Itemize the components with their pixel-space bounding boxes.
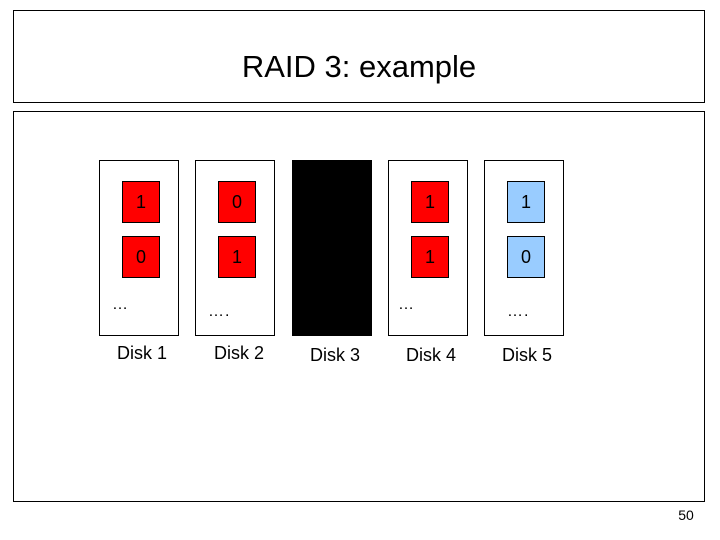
disk-5: 1 0 ….: [484, 160, 564, 336]
disk-2-ellipsis: ….: [208, 303, 231, 320]
disk-1-ellipsis: …: [112, 296, 129, 313]
disk-4-label: Disk 4: [405, 345, 456, 365]
disk-3: [292, 160, 372, 336]
slide-title: RAID 3: example: [241, 49, 477, 84]
disk-1: 1 0 …: [99, 160, 179, 336]
disk-5-block-2: 0: [507, 236, 545, 278]
disk-4-block-1: 1: [411, 181, 449, 223]
disk-2-block-1: 0: [218, 181, 256, 223]
disk-1-block-1: 1: [122, 181, 160, 223]
disk-4-ellipsis: …: [398, 296, 415, 313]
disk-3-label: Disk 3: [309, 345, 360, 365]
page-number: 50: [678, 507, 694, 523]
disk-2: 0 1 ….: [195, 160, 275, 336]
disk-4: 1 1 …: [388, 160, 468, 336]
disk-2-block-2: 1: [218, 236, 256, 278]
disk-5-label: Disk 5: [501, 345, 552, 365]
content-frame: [13, 111, 705, 502]
disk-1-block-2: 0: [122, 236, 160, 278]
disk-4-block-2: 1: [411, 236, 449, 278]
title-frame: RAID 3: example: [13, 10, 705, 103]
disk-1-label: Disk 1: [116, 343, 167, 363]
disk-2-label: Disk 2: [213, 343, 264, 363]
disk-5-ellipsis: ….: [507, 303, 530, 320]
disk-5-block-1: 1: [507, 181, 545, 223]
